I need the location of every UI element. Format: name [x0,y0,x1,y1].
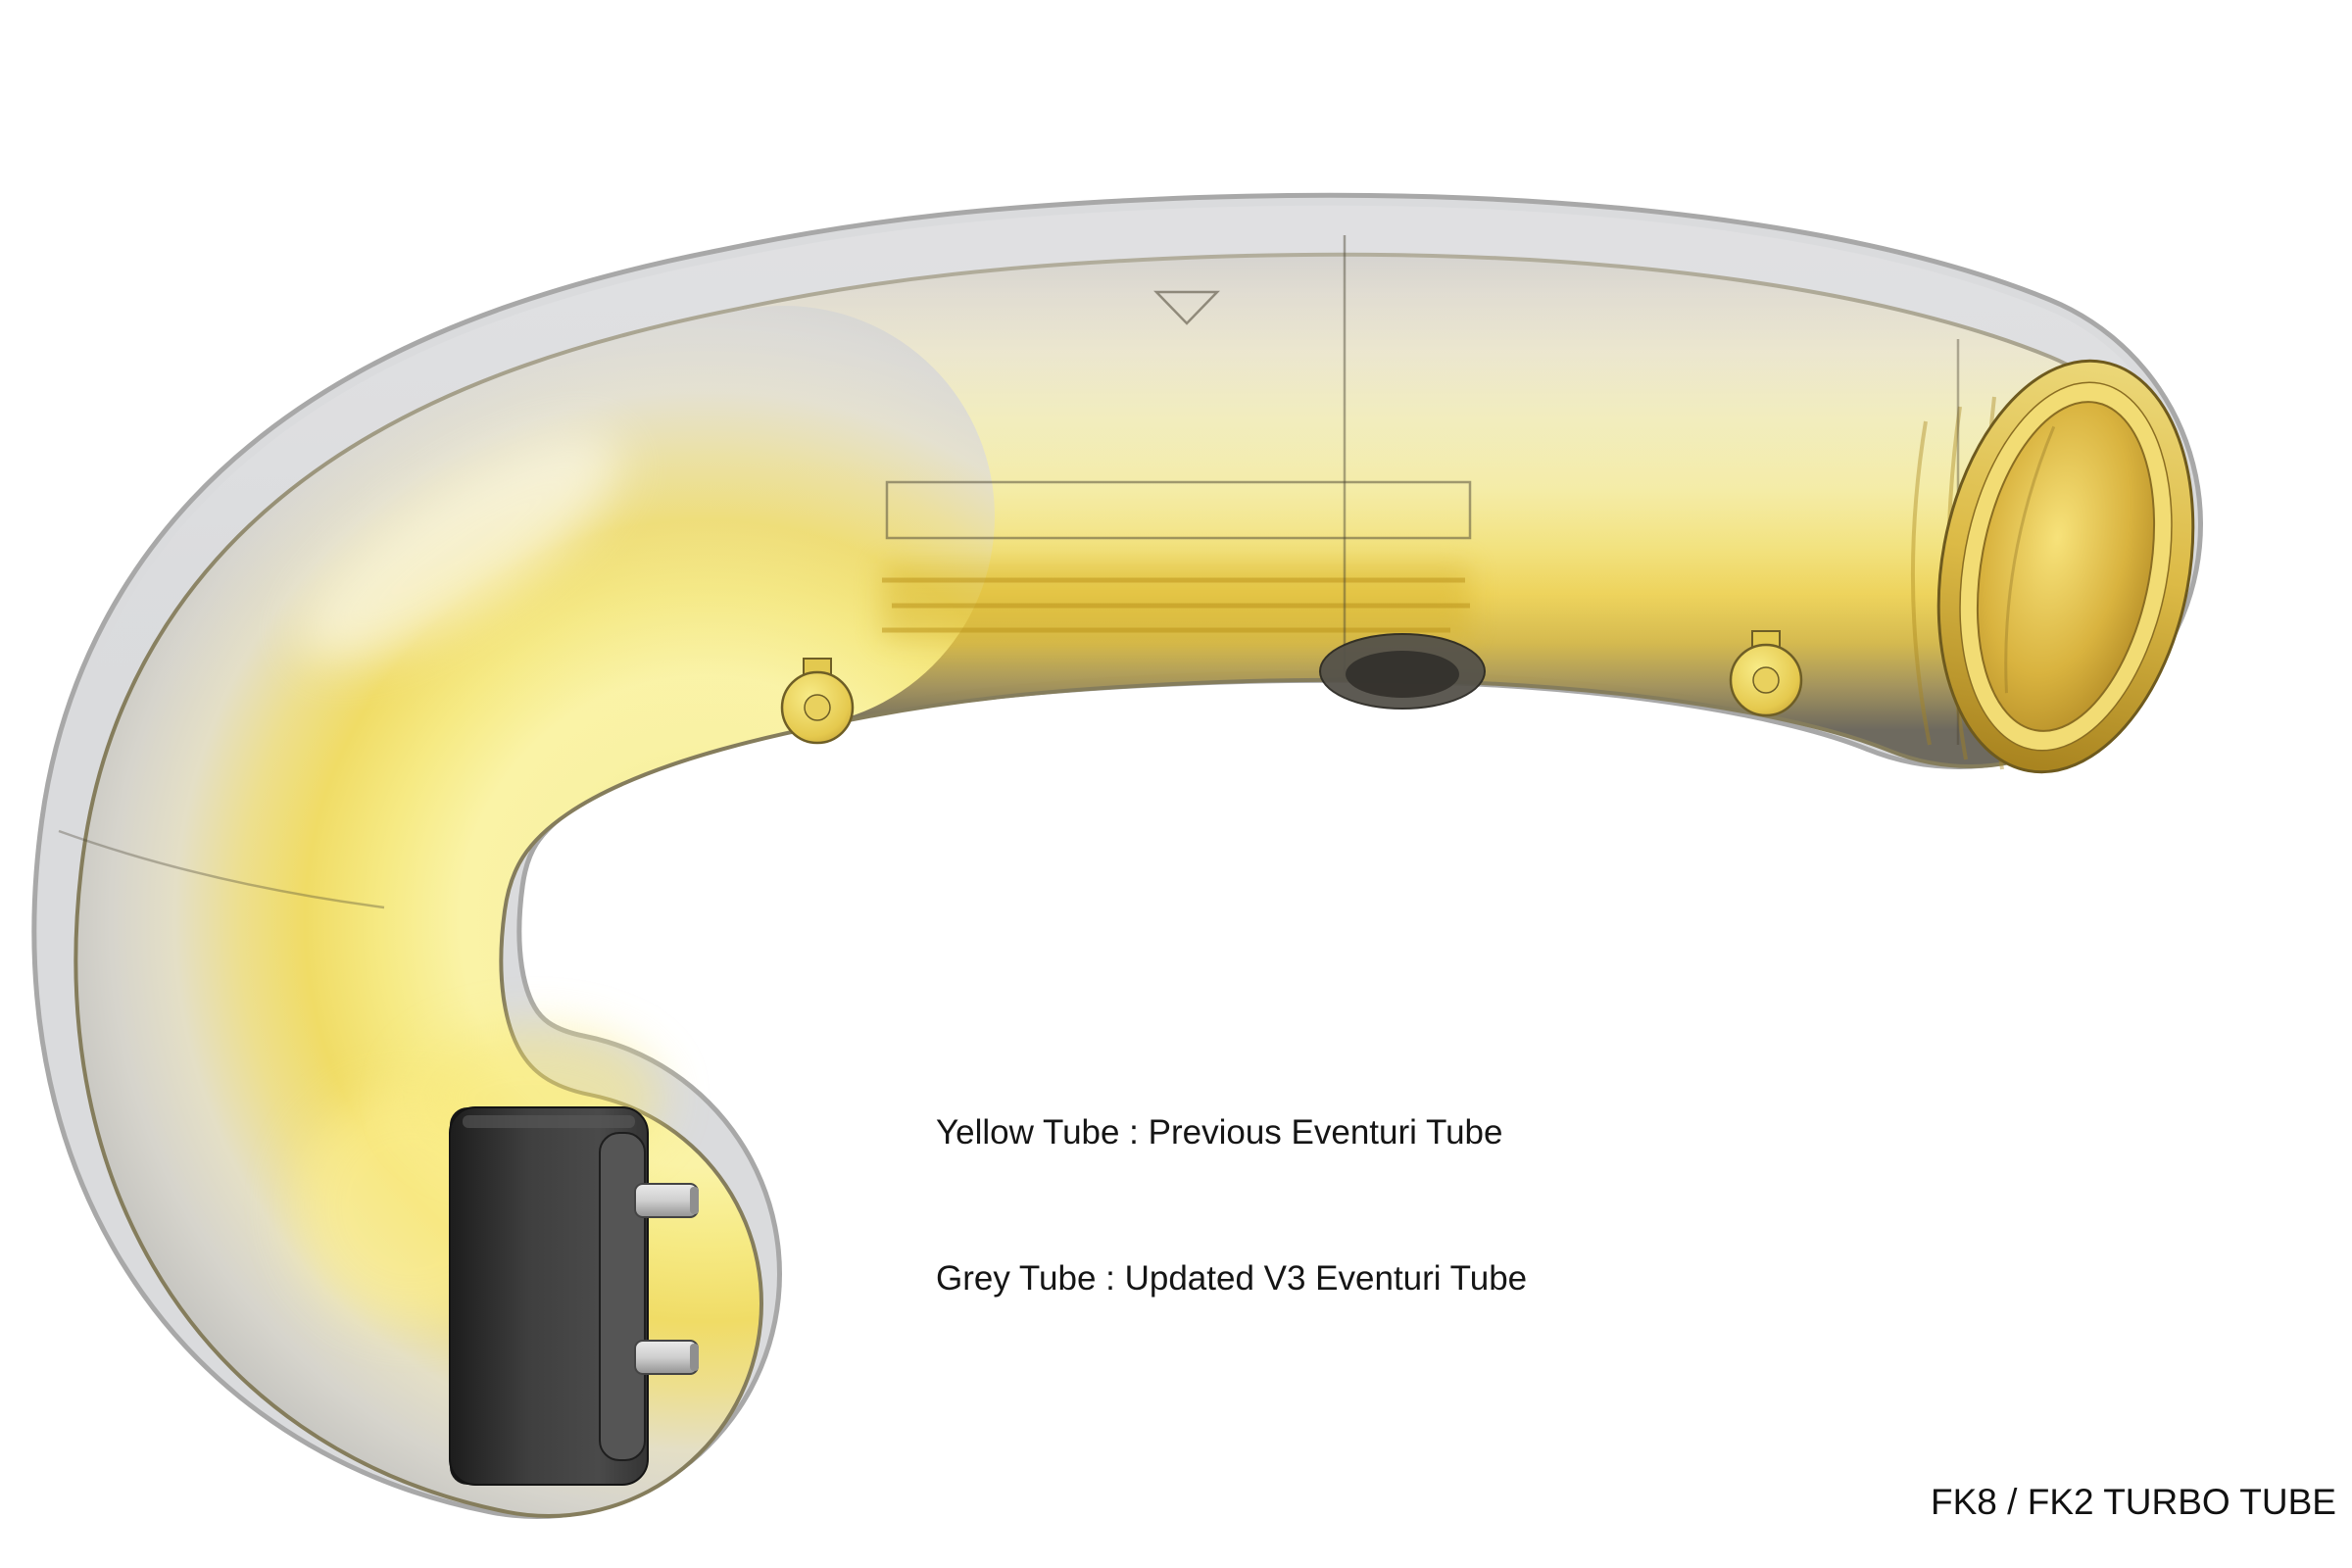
inlet-flange [449,1106,699,1486]
legend-line-grey: Grey Tube : Updated V3 Eventuri Tube [936,1259,1528,1298]
bend-highlight [301,435,620,662]
bend-seam [58,829,385,909]
vent-hole [1319,633,1486,710]
mounting-boss-right [1729,630,1803,717]
flange-pin-top [634,1183,699,1218]
outlet-opening [1936,359,2195,774]
grey-tube-overlay-veil [44,205,2190,1506]
legend-line-yellow: Yellow Tube : Previous Eventuri Tube [936,1113,1503,1152]
flange-pin-bottom [634,1340,699,1375]
mounting-boss-left [780,658,855,745]
alignment-triangle [1153,290,1220,325]
panel-rectangle [885,480,1472,540]
legend-annotation: Yellow Tube : Previous Eventuri Tube Gre… [936,1011,1527,1401]
caption-text: FK8 / FK2 TURBO TUBE [1931,1482,2336,1522]
gold-streak-lines [882,577,1470,633]
gold-streak-band [882,564,1470,640]
